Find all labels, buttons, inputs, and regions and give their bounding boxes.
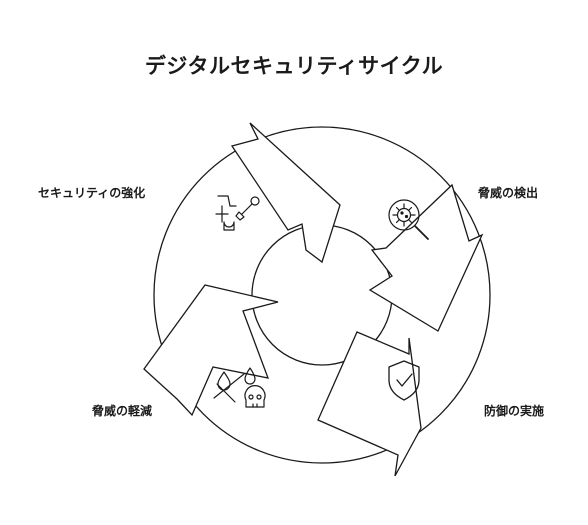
arrow-bottom — [317, 331, 422, 477]
stage-label-strengthen: セキュリティの強化 — [38, 186, 146, 200]
arrow-left — [143, 284, 279, 417]
no-drop-skull-icon — [213, 367, 266, 408]
virus-magnifier-icon — [388, 199, 429, 240]
arrow-right — [368, 183, 484, 332]
arrow-top — [230, 122, 341, 264]
stage-label-mitigate: 脅威の軽減 — [92, 404, 153, 418]
stage-label-implement: 防御の実施 — [484, 404, 545, 418]
tools-icon — [215, 195, 260, 231]
diagram-title: デジタルセキュリティサイクル — [144, 54, 444, 78]
shield-check-icon — [388, 360, 420, 401]
stage-label-detect: 脅威の検出 — [478, 186, 539, 200]
outer-circle — [153, 126, 491, 464]
